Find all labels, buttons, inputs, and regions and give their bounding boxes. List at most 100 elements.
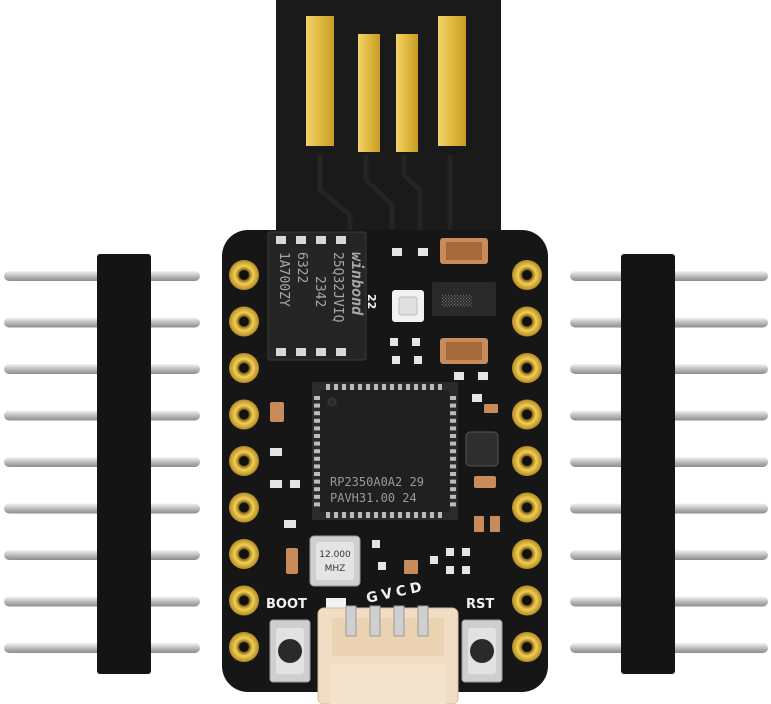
- mcu-pin: [334, 512, 338, 518]
- connector-pin: [417, 605, 429, 637]
- connector-pin: [345, 605, 357, 637]
- mcu-pin: [314, 396, 320, 400]
- reset-button[interactable]: [461, 619, 503, 683]
- castellated-pad: [229, 446, 259, 476]
- usb-gold-contact: [438, 16, 466, 146]
- flash-line-2: 2342: [312, 276, 327, 307]
- rgb-led: [392, 290, 424, 322]
- flash-chip: winbond 25Q32JVIQ 2342 6322 1A700ZY: [267, 231, 367, 361]
- castellated-pad: [512, 399, 542, 430]
- castellated-pad: [229, 632, 259, 662]
- jst-connector[interactable]: [317, 605, 459, 704]
- usb-gold-contact: [306, 16, 334, 146]
- mcu-pin: [450, 464, 456, 469]
- crystal-oscillator: 12.000 MHZ: [309, 535, 361, 587]
- reset-button-cap: [470, 639, 494, 663]
- castellated-pad: [229, 306, 259, 337]
- mcu-pin: [398, 512, 402, 518]
- mcu-pin: [438, 512, 442, 518]
- mcu-pin: [430, 384, 434, 390]
- mcu-pin: [398, 384, 402, 390]
- castellated-pad: [229, 585, 259, 616]
- mcu-pin: [450, 494, 456, 499]
- mcu-pin: [314, 441, 320, 446]
- mcu-pin: [314, 426, 320, 431]
- mcu-pin: [314, 502, 320, 507]
- passive-components: [270, 402, 500, 574]
- flash-line-1: 25Q32JVIQ: [330, 252, 345, 323]
- mcu-pin: [450, 434, 456, 438]
- boot-button[interactable]: [269, 619, 311, 683]
- mcu-pin: [450, 396, 456, 400]
- castellated-pad: [512, 446, 542, 476]
- mcu-pin: [350, 384, 354, 390]
- mcu-pin: [450, 418, 456, 423]
- mcu-pin: [450, 411, 456, 416]
- mcu-pin: [314, 449, 320, 454]
- mcu-pin: [438, 384, 442, 390]
- mcu-pin: [422, 512, 426, 518]
- mcu-pin: [314, 472, 320, 476]
- usb-gold-contact: [396, 34, 418, 152]
- connector-pin: [393, 605, 405, 637]
- mcu-pin: [342, 384, 346, 390]
- mcu-pin: [366, 384, 370, 390]
- mcu-pin: [414, 512, 418, 518]
- pcb-board: winbond 25Q32JVIQ 2342 6322 1A700ZY 22 ░…: [222, 230, 548, 704]
- silk-label-22: 22: [365, 294, 378, 309]
- usb-a-plug: [276, 0, 501, 245]
- mcu-pin: [450, 441, 456, 446]
- mcu-pin: [450, 403, 456, 408]
- mcu-pin: [450, 502, 456, 507]
- right-pin-header: [570, 254, 768, 674]
- flash-line-4: 1A700ZY: [276, 252, 291, 307]
- mcu-pin: [406, 512, 410, 518]
- left-pin-header: [4, 254, 200, 674]
- castellated-pad: [229, 260, 259, 290]
- castellated-pad: [512, 632, 542, 662]
- mcu-pin: [358, 512, 362, 518]
- mcu-marking-2: PAVH31.00 24: [330, 491, 417, 505]
- mcu-pin: [366, 512, 370, 518]
- castellated-pad: [512, 260, 542, 290]
- mcu-pin: [406, 384, 410, 390]
- mcu-pin: [450, 479, 456, 484]
- flash-brand: winbond: [348, 252, 366, 316]
- mcu-pin: [314, 464, 320, 469]
- castellated-pad: [229, 492, 259, 523]
- mcu-marking-1: RP2350A0A2 29: [330, 475, 424, 489]
- mcu-pin: [358, 384, 362, 390]
- boot-label: BOOT: [266, 597, 307, 612]
- mcu-pin: [450, 456, 456, 461]
- mcu-pin: [414, 384, 418, 390]
- left-header-plastic: [97, 254, 151, 674]
- castellated-pad: [229, 539, 259, 569]
- mcu-pin: [382, 512, 386, 518]
- castellated-pad: [229, 353, 259, 383]
- mcu-pin: [314, 479, 320, 484]
- mcu-pin: [450, 426, 456, 431]
- castellated-pad: [512, 585, 542, 616]
- castellated-pad: [512, 306, 542, 337]
- usb-gold-contact: [358, 34, 380, 152]
- mcu-pin: [450, 487, 456, 492]
- rst-label: RST: [466, 597, 494, 612]
- crystal-marking-1: 12.000: [319, 550, 351, 560]
- mcu-pin: [450, 472, 456, 476]
- mcu-pin: [374, 512, 378, 518]
- castellated-pad: [512, 539, 542, 569]
- mcu-pin: [334, 384, 338, 390]
- mcu-pin: [382, 384, 386, 390]
- castellated-pad: [512, 492, 542, 523]
- right-header-plastic: [621, 254, 675, 674]
- mcu-pin: [342, 512, 346, 518]
- mcu-pin: [326, 512, 330, 518]
- mcu-pin: [314, 411, 320, 416]
- crystal-marking-2: MHZ: [325, 564, 346, 574]
- mcu-pin: [326, 384, 330, 390]
- regulator-chip: [432, 282, 496, 316]
- mcu-pin: [314, 456, 320, 461]
- mcu-pin: [390, 384, 394, 390]
- mcu-pin: [350, 512, 354, 518]
